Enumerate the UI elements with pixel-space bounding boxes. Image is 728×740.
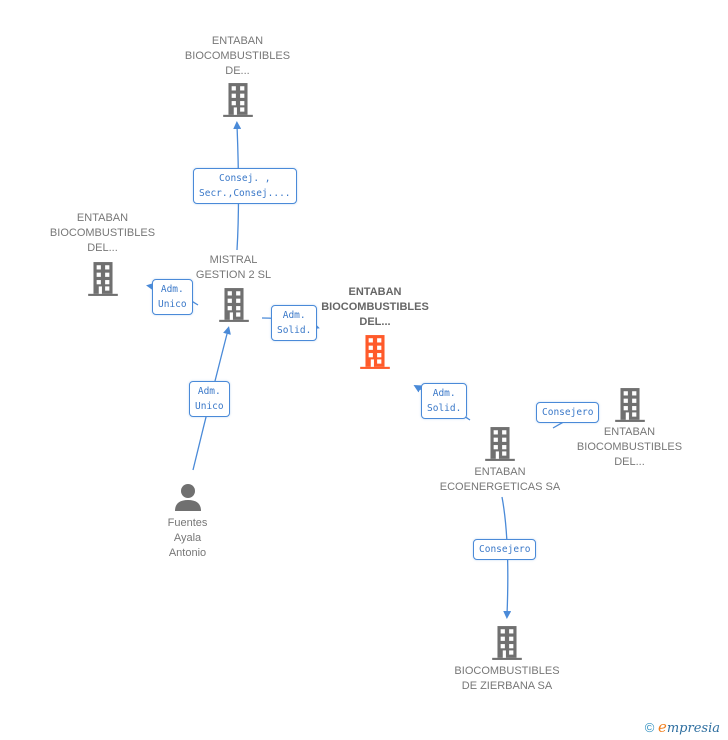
empresia-logo: empresia [657, 718, 720, 736]
name-line: BIOCOMBUSTIBLES [576, 441, 683, 453]
role-line: Solid. [427, 403, 462, 414]
building-icon [485, 427, 515, 461]
role-line: Adm. [197, 386, 221, 397]
role-line: Adm. [432, 388, 456, 399]
name-line: ENTABAN [474, 466, 526, 478]
name-line: Antonio [168, 547, 207, 559]
name-line: BIOCOMBUSTIBLES [454, 665, 560, 677]
role-label[interactable]: Adm. Unico [152, 279, 193, 315]
role-line: Consej. , [219, 173, 271, 184]
role-label[interactable]: Adm. Solid. [271, 305, 318, 341]
company-name: ENTABAN BIOCOMBUSTIBLES DEL... [35, 211, 170, 256]
building-icon [614, 388, 645, 422]
name-line: BIOCOMBUSTIBLES [184, 50, 291, 62]
name-line: GESTION 2 SL [195, 269, 272, 281]
company-node[interactable]: BIOCOMBUSTIBLES DE ZIERBANA SA [437, 625, 577, 694]
name-line: DEL... [359, 316, 391, 328]
role-label[interactable]: Consejero [473, 539, 537, 560]
copyright-icon: © [644, 720, 655, 735]
company-node[interactable]: ENTABAN BIOCOMBUSTIBLES DEL... [562, 387, 697, 470]
name-line: DE ZIERBANA SA [461, 680, 553, 692]
building-icon [222, 83, 253, 117]
role-line: Unico [195, 401, 224, 412]
name-line: DE... [225, 65, 250, 77]
company-node[interactable]: MISTRAL GESTION 2 SL [166, 253, 301, 323]
role-line: Consejero [479, 544, 531, 555]
name-line: Fuentes [167, 517, 208, 529]
role-line: Secr.,Consej.... [199, 188, 291, 199]
person-node[interactable]: Fuentes Ayala Antonio [140, 482, 235, 561]
person-name: Fuentes Ayala Antonio [140, 516, 235, 561]
role-label[interactable]: Consej. , Secr.,Consej.... [193, 168, 297, 204]
logo-text: mpresia [666, 721, 720, 736]
person-icon [174, 484, 201, 511]
company-name: MISTRAL GESTION 2 SL [166, 253, 301, 283]
main-company-node[interactable]: ENTABAN BIOCOMBUSTIBLES DEL... [305, 285, 445, 370]
name-line: MISTRAL [209, 254, 258, 266]
name-line: ENTABAN [211, 35, 264, 47]
role-label[interactable]: Adm. Solid. [421, 383, 468, 419]
role-line: Consejero [542, 407, 594, 418]
building-icon [360, 335, 390, 369]
building-icon [87, 262, 118, 296]
building-icon [218, 288, 249, 322]
logo-initial: e [657, 718, 667, 736]
role-line: Adm. [160, 284, 184, 295]
company-node[interactable]: ENTABAN BIOCOMBUSTIBLES DE... [170, 34, 305, 118]
company-name: ENTABAN BIOCOMBUSTIBLES DEL... [305, 285, 445, 330]
name-line: ENTABAN [348, 286, 402, 298]
name-line: ENTABAN [603, 426, 656, 438]
role-line: Unico [158, 299, 187, 310]
name-line: ECOENERGETICAS SA [439, 481, 561, 493]
company-name: ENTABAN ECOENERGETICAS SA [430, 465, 570, 495]
role-label[interactable]: Adm. Unico [189, 381, 230, 417]
role-line: Adm. [282, 310, 306, 321]
company-name: BIOCOMBUSTIBLES DE ZIERBANA SA [437, 664, 577, 694]
name-line: DEL... [87, 242, 118, 254]
company-node[interactable]: ENTABAN ECOENERGETICAS SA [430, 426, 570, 495]
company-name: ENTABAN BIOCOMBUSTIBLES DE... [170, 34, 305, 79]
name-line: ENTABAN [76, 212, 129, 224]
company-name: ENTABAN BIOCOMBUSTIBLES DEL... [562, 425, 697, 470]
name-line: DEL... [614, 456, 645, 468]
role-label[interactable]: Consejero [536, 402, 600, 423]
company-node[interactable]: ENTABAN BIOCOMBUSTIBLES DEL... [35, 211, 170, 297]
building-icon [492, 626, 522, 660]
name-line: Ayala [173, 532, 202, 544]
name-line: BIOCOMBUSTIBLES [321, 301, 429, 313]
empresia-footer[interactable]: © empresia [645, 718, 720, 736]
name-line: BIOCOMBUSTIBLES [49, 227, 156, 239]
role-line: Solid. [277, 325, 312, 336]
